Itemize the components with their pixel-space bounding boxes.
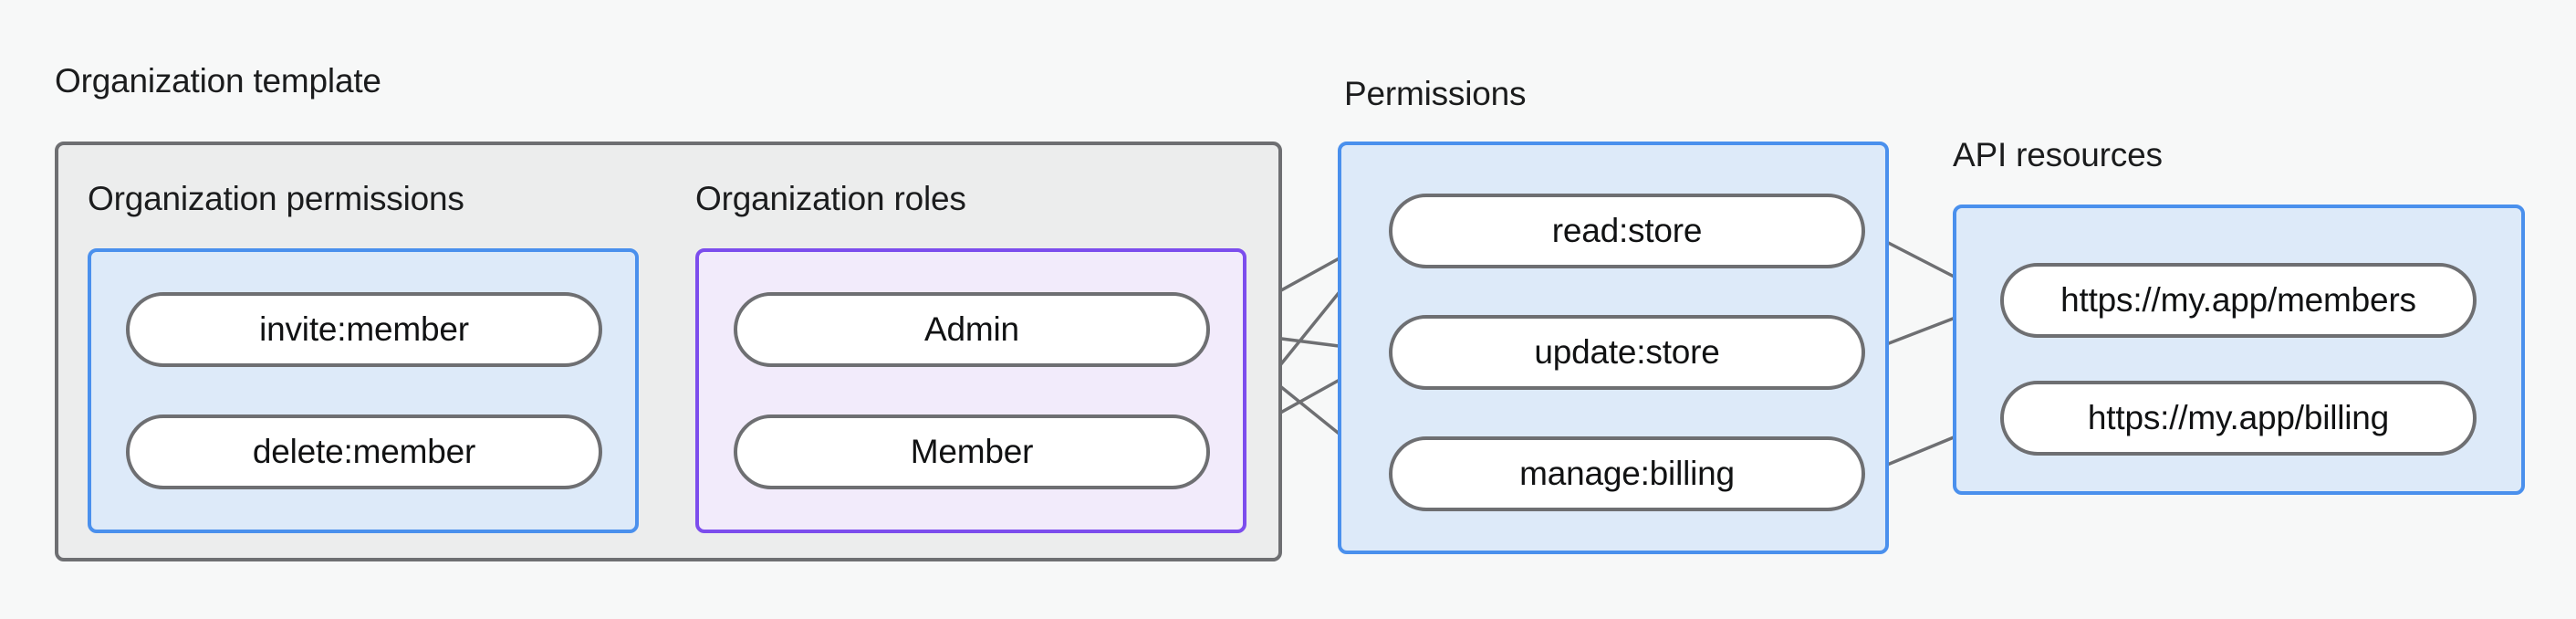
node-role-member[interactable]: Member — [734, 414, 1210, 489]
node-delete-member[interactable]: delete:member — [126, 414, 602, 489]
group-label-permissions: Permissions — [1344, 75, 1527, 112]
subgroup-label-organization-roles: Organization roles — [695, 180, 966, 217]
subgroup-label-organization-permissions: Organization permissions — [88, 180, 464, 217]
node-manage-billing[interactable]: manage:billing — [1389, 436, 1865, 511]
group-label-api-resources: API resources — [1953, 136, 2163, 173]
node-update-store[interactable]: update:store — [1389, 315, 1865, 390]
node-res-billing[interactable]: https://my.app/billing — [2000, 381, 2477, 456]
group-label-organization-template: Organization template — [55, 62, 381, 100]
node-res-members[interactable]: https://my.app/members — [2000, 263, 2477, 338]
subgroup-box-organization-permissions — [88, 248, 639, 533]
subgroup-box-organization-roles — [695, 248, 1246, 533]
node-role-admin[interactable]: Admin — [734, 292, 1210, 367]
node-invite-member[interactable]: invite:member — [126, 292, 602, 367]
node-read-store[interactable]: read:store — [1389, 194, 1865, 268]
